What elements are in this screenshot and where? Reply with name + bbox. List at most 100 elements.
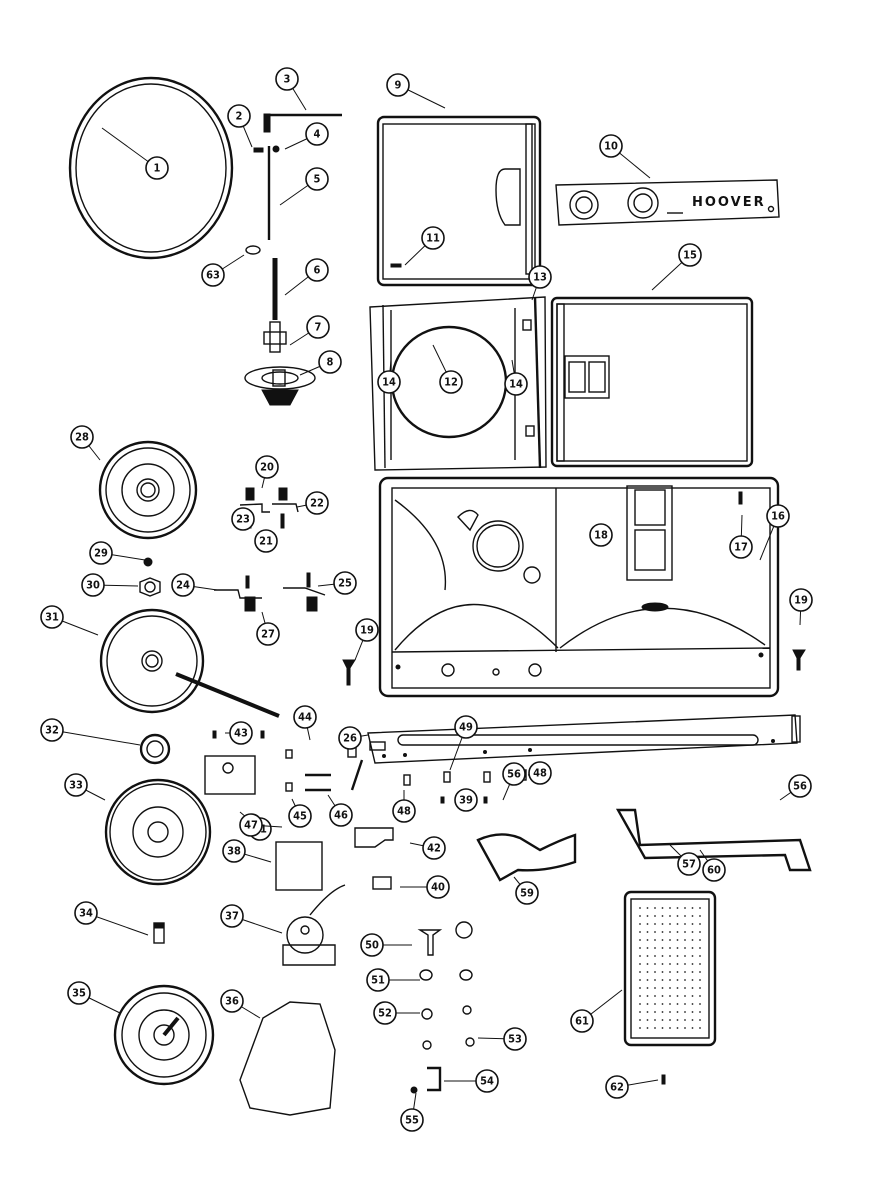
callout-36: 36 — [220, 989, 261, 1019]
callout-number: 54 — [480, 1075, 494, 1088]
part-28-pulley — [98, 440, 198, 540]
filter-hole — [654, 931, 656, 933]
callout-number: 37 — [225, 910, 239, 923]
callout-number: 7 — [315, 321, 322, 334]
leader-line — [51, 729, 141, 746]
part-33-pulley — [104, 778, 212, 886]
filter-hole — [669, 915, 671, 917]
filter-hole — [676, 915, 679, 917]
filter-hole — [699, 955, 701, 957]
filter-hole — [676, 931, 679, 933]
callout-29: 29 — [89, 541, 146, 565]
callout-circle — [227, 104, 251, 128]
callout-59: 59 — [513, 876, 539, 905]
callout-circle — [64, 773, 88, 797]
filter-hole — [676, 947, 679, 949]
callout-number: 20 — [260, 461, 274, 474]
callout-44: 44 — [293, 705, 317, 741]
filter-hole — [654, 979, 656, 981]
filter-hole — [654, 963, 656, 965]
callout-20: 20 — [255, 455, 279, 489]
callout-number: 25 — [338, 577, 352, 590]
filter-hole — [669, 931, 671, 933]
filter-hole — [676, 995, 679, 997]
callout-number: 36 — [225, 995, 239, 1008]
callout-circle — [305, 491, 329, 515]
callout-circle — [229, 721, 253, 745]
callout-number: 15 — [683, 249, 697, 262]
callout-circle — [454, 788, 478, 812]
callout-number: 21 — [259, 535, 273, 548]
filter-hole — [661, 947, 664, 949]
callout-circle — [305, 258, 329, 282]
filter-hole — [646, 915, 649, 917]
callout-number: 49 — [459, 721, 473, 734]
callout-15: 15 — [651, 243, 702, 291]
filter-hole — [669, 979, 671, 981]
filter-hole — [691, 923, 694, 925]
filter-hole — [684, 931, 686, 933]
callout-26: 26 — [338, 726, 369, 750]
callout-circle — [201, 263, 225, 287]
callout-number: 42 — [427, 842, 441, 855]
callout-35: 35 — [67, 981, 121, 1014]
callout-56: 56 — [779, 774, 812, 801]
callout-27: 27 — [256, 611, 280, 646]
filter-hole — [646, 923, 649, 925]
callout-number: 40 — [431, 881, 445, 894]
filter-hole — [639, 1027, 641, 1029]
filter-hole — [654, 955, 656, 957]
filter-hole — [646, 931, 649, 933]
callout-number: 55 — [405, 1114, 419, 1127]
filter-hole — [691, 907, 694, 909]
callout-number: 48 — [533, 767, 547, 780]
callout-circle — [454, 715, 478, 739]
callout-number: 2 — [236, 110, 243, 123]
filter-hole — [676, 923, 679, 925]
callout-circle — [528, 265, 552, 289]
callout-number: 34 — [79, 907, 93, 920]
callout-24: 24 — [171, 573, 218, 597]
callout-51: 51 — [366, 968, 420, 992]
callout-circle — [355, 618, 379, 642]
filter-hole — [661, 923, 664, 925]
part-16-cabinet — [378, 476, 780, 698]
callout-number: 14 — [509, 378, 523, 391]
callout-circle — [306, 315, 330, 339]
callout-number: 43 — [234, 727, 248, 740]
filter-hole — [691, 955, 694, 957]
callout-number: 31 — [45, 611, 59, 624]
filter-hole — [676, 979, 679, 981]
callout-number: 30 — [86, 579, 100, 592]
filter-hole — [691, 1027, 694, 1029]
callout-circle — [788, 774, 812, 798]
filter-hole — [699, 1027, 701, 1029]
filter-hole — [639, 963, 641, 965]
callout-circle — [677, 852, 701, 876]
callout-40: 40 — [400, 875, 450, 899]
filter-hole — [639, 931, 641, 933]
filter-hole — [654, 1027, 656, 1029]
callout-circle — [40, 718, 64, 742]
callout-number: 47 — [244, 819, 258, 832]
callout-number: 24 — [176, 579, 190, 592]
callout-circle — [305, 167, 329, 191]
filter-hole — [699, 947, 701, 949]
part-35-pulley — [113, 984, 215, 1086]
filter-hole — [691, 1003, 694, 1005]
filter-hole — [699, 923, 701, 925]
callout-number: 13 — [533, 271, 547, 284]
filter-hole — [639, 995, 641, 997]
filter-hole — [646, 907, 649, 909]
callout-17: 17 — [729, 514, 753, 559]
filter-hole — [639, 979, 641, 981]
filter-hole — [691, 1019, 694, 1021]
filter-hole — [654, 995, 656, 997]
callout-55: 55 — [400, 1092, 424, 1132]
callout-19: 19 — [789, 588, 813, 626]
callout-34: 34 — [74, 901, 149, 936]
filter-hole — [654, 947, 656, 949]
callout-number: 60 — [707, 864, 721, 877]
filter-hole — [646, 939, 649, 941]
